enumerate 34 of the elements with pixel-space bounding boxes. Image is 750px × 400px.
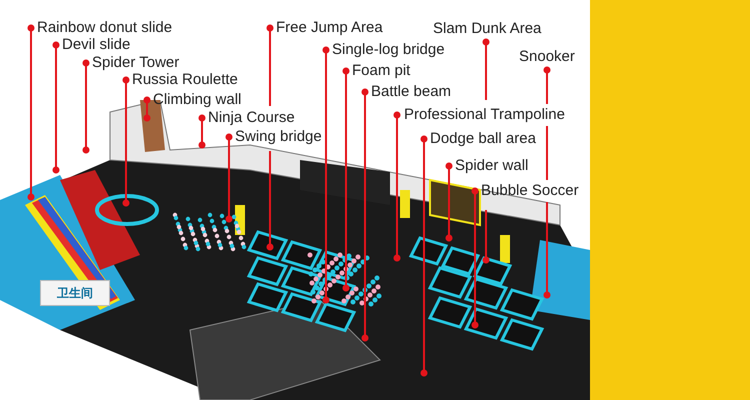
leader-line <box>226 134 232 222</box>
callout-label: Spider wall <box>455 157 528 175</box>
callout-label: Climbing wall <box>153 91 242 109</box>
leader-line <box>28 24 34 200</box>
callout-label: Snooker <box>519 48 575 66</box>
callout-label: Dodge ball area <box>430 130 536 148</box>
leader-line <box>362 88 368 342</box>
callout-label: Professional Trampoline <box>404 106 565 124</box>
leader-line <box>144 96 150 122</box>
leader-line <box>394 112 400 262</box>
leader-line <box>342 68 350 292</box>
callout-label: Battle beam <box>371 83 452 101</box>
callout-label: Rainbow donut slide <box>37 19 172 37</box>
leader-line <box>482 38 490 264</box>
callout-label: Russia Roulette <box>132 71 238 89</box>
callout-label: Free Jump Area <box>276 19 383 37</box>
leader-line <box>122 76 130 206</box>
leader-line <box>544 66 550 298</box>
leader-line <box>266 24 274 250</box>
sign-text: 卫生间 <box>57 285 93 302</box>
leader-line <box>446 162 452 242</box>
callout-label: Devil slide <box>62 36 130 54</box>
callout-label: Single-log bridge <box>332 41 445 59</box>
callout-label: Swing bridge <box>235 128 322 146</box>
leader-line <box>52 42 60 174</box>
leader-line <box>198 114 206 148</box>
leader-line <box>420 136 428 376</box>
callout-label: Foam pit <box>352 62 410 80</box>
callout-label: Ninja Course <box>208 109 295 127</box>
callout-label: Spider Tower <box>92 54 180 72</box>
leader-line <box>322 46 330 304</box>
leader-line <box>472 188 478 328</box>
callout-label: Slam Dunk Area <box>433 20 542 38</box>
leader-line <box>82 60 90 154</box>
